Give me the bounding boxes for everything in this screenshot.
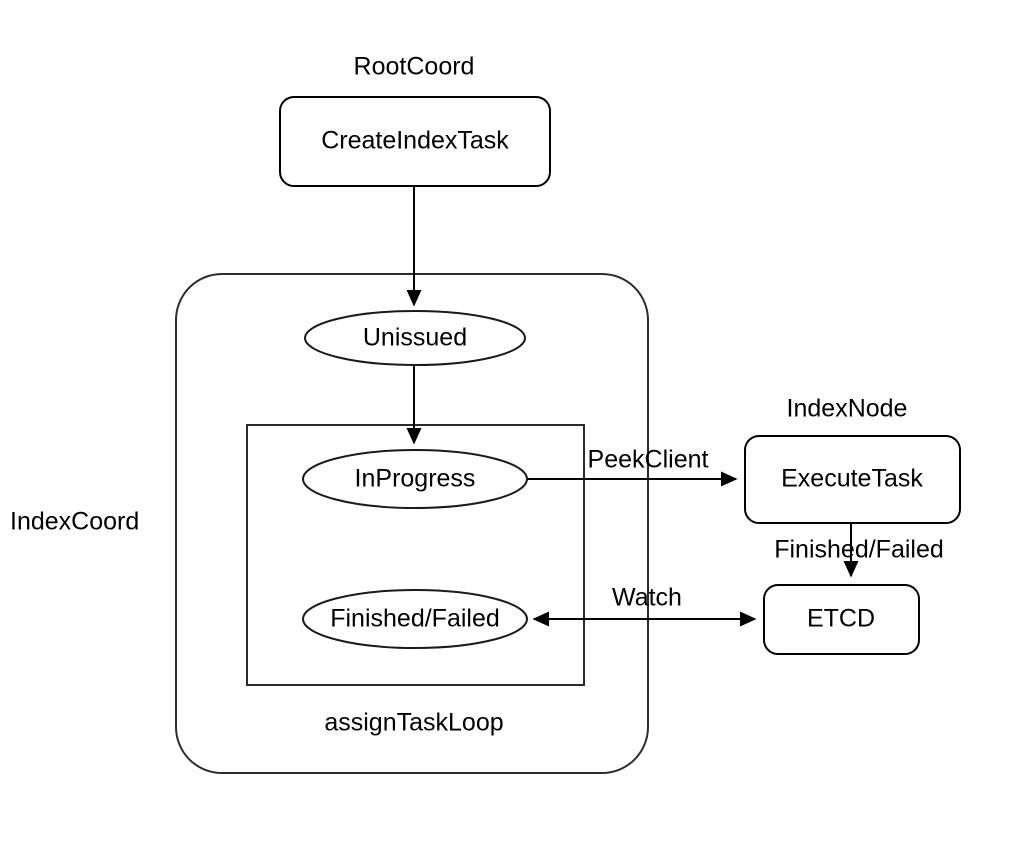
node-unissued-label: Unissued: [363, 324, 467, 352]
node-unissued-shape[interactable]: [304, 310, 526, 366]
node-in-progress-shape[interactable]: [302, 449, 528, 509]
node-etcd-shape[interactable]: [763, 584, 920, 655]
node-create-index-task-shape[interactable]: [279, 96, 551, 187]
edge-label-watch: Watch: [612, 584, 682, 612]
node-finished-failed-shape[interactable]: [302, 589, 528, 649]
group-container-assigntaskloop: [246, 424, 585, 686]
node-execute-task-label: ExecuteTask: [781, 465, 923, 493]
node-execute-task[interactable]: ExecuteTask: [744, 435, 961, 524]
node-unissued[interactable]: Unissued: [304, 310, 526, 366]
node-create-index-task-label: CreateIndexTask: [321, 127, 509, 155]
group-container-indexcoord: [175, 273, 649, 774]
node-etcd[interactable]: ETCD: [763, 584, 920, 655]
node-finished-failed-label: Finished/Failed: [330, 605, 500, 633]
node-finished-failed[interactable]: Finished/Failed: [302, 589, 528, 649]
group-label-indexnode: IndexNode: [787, 395, 908, 423]
node-create-index-task[interactable]: CreateIndexTask: [279, 96, 551, 187]
node-execute-task-shape[interactable]: [744, 435, 961, 524]
group-label-assigntaskloop: assignTaskLoop: [324, 709, 503, 737]
node-in-progress[interactable]: InProgress: [302, 449, 528, 509]
node-in-progress-label: InProgress: [355, 465, 476, 493]
edge-label-peekclient: PeekClient: [588, 446, 709, 474]
group-label-rootcoord: RootCoord: [354, 53, 475, 81]
node-etcd-label: ETCD: [807, 605, 875, 633]
group-label-indexcoord: IndexCoord: [10, 508, 139, 536]
edge-label-finished-failed: Finished/Failed: [774, 536, 944, 564]
